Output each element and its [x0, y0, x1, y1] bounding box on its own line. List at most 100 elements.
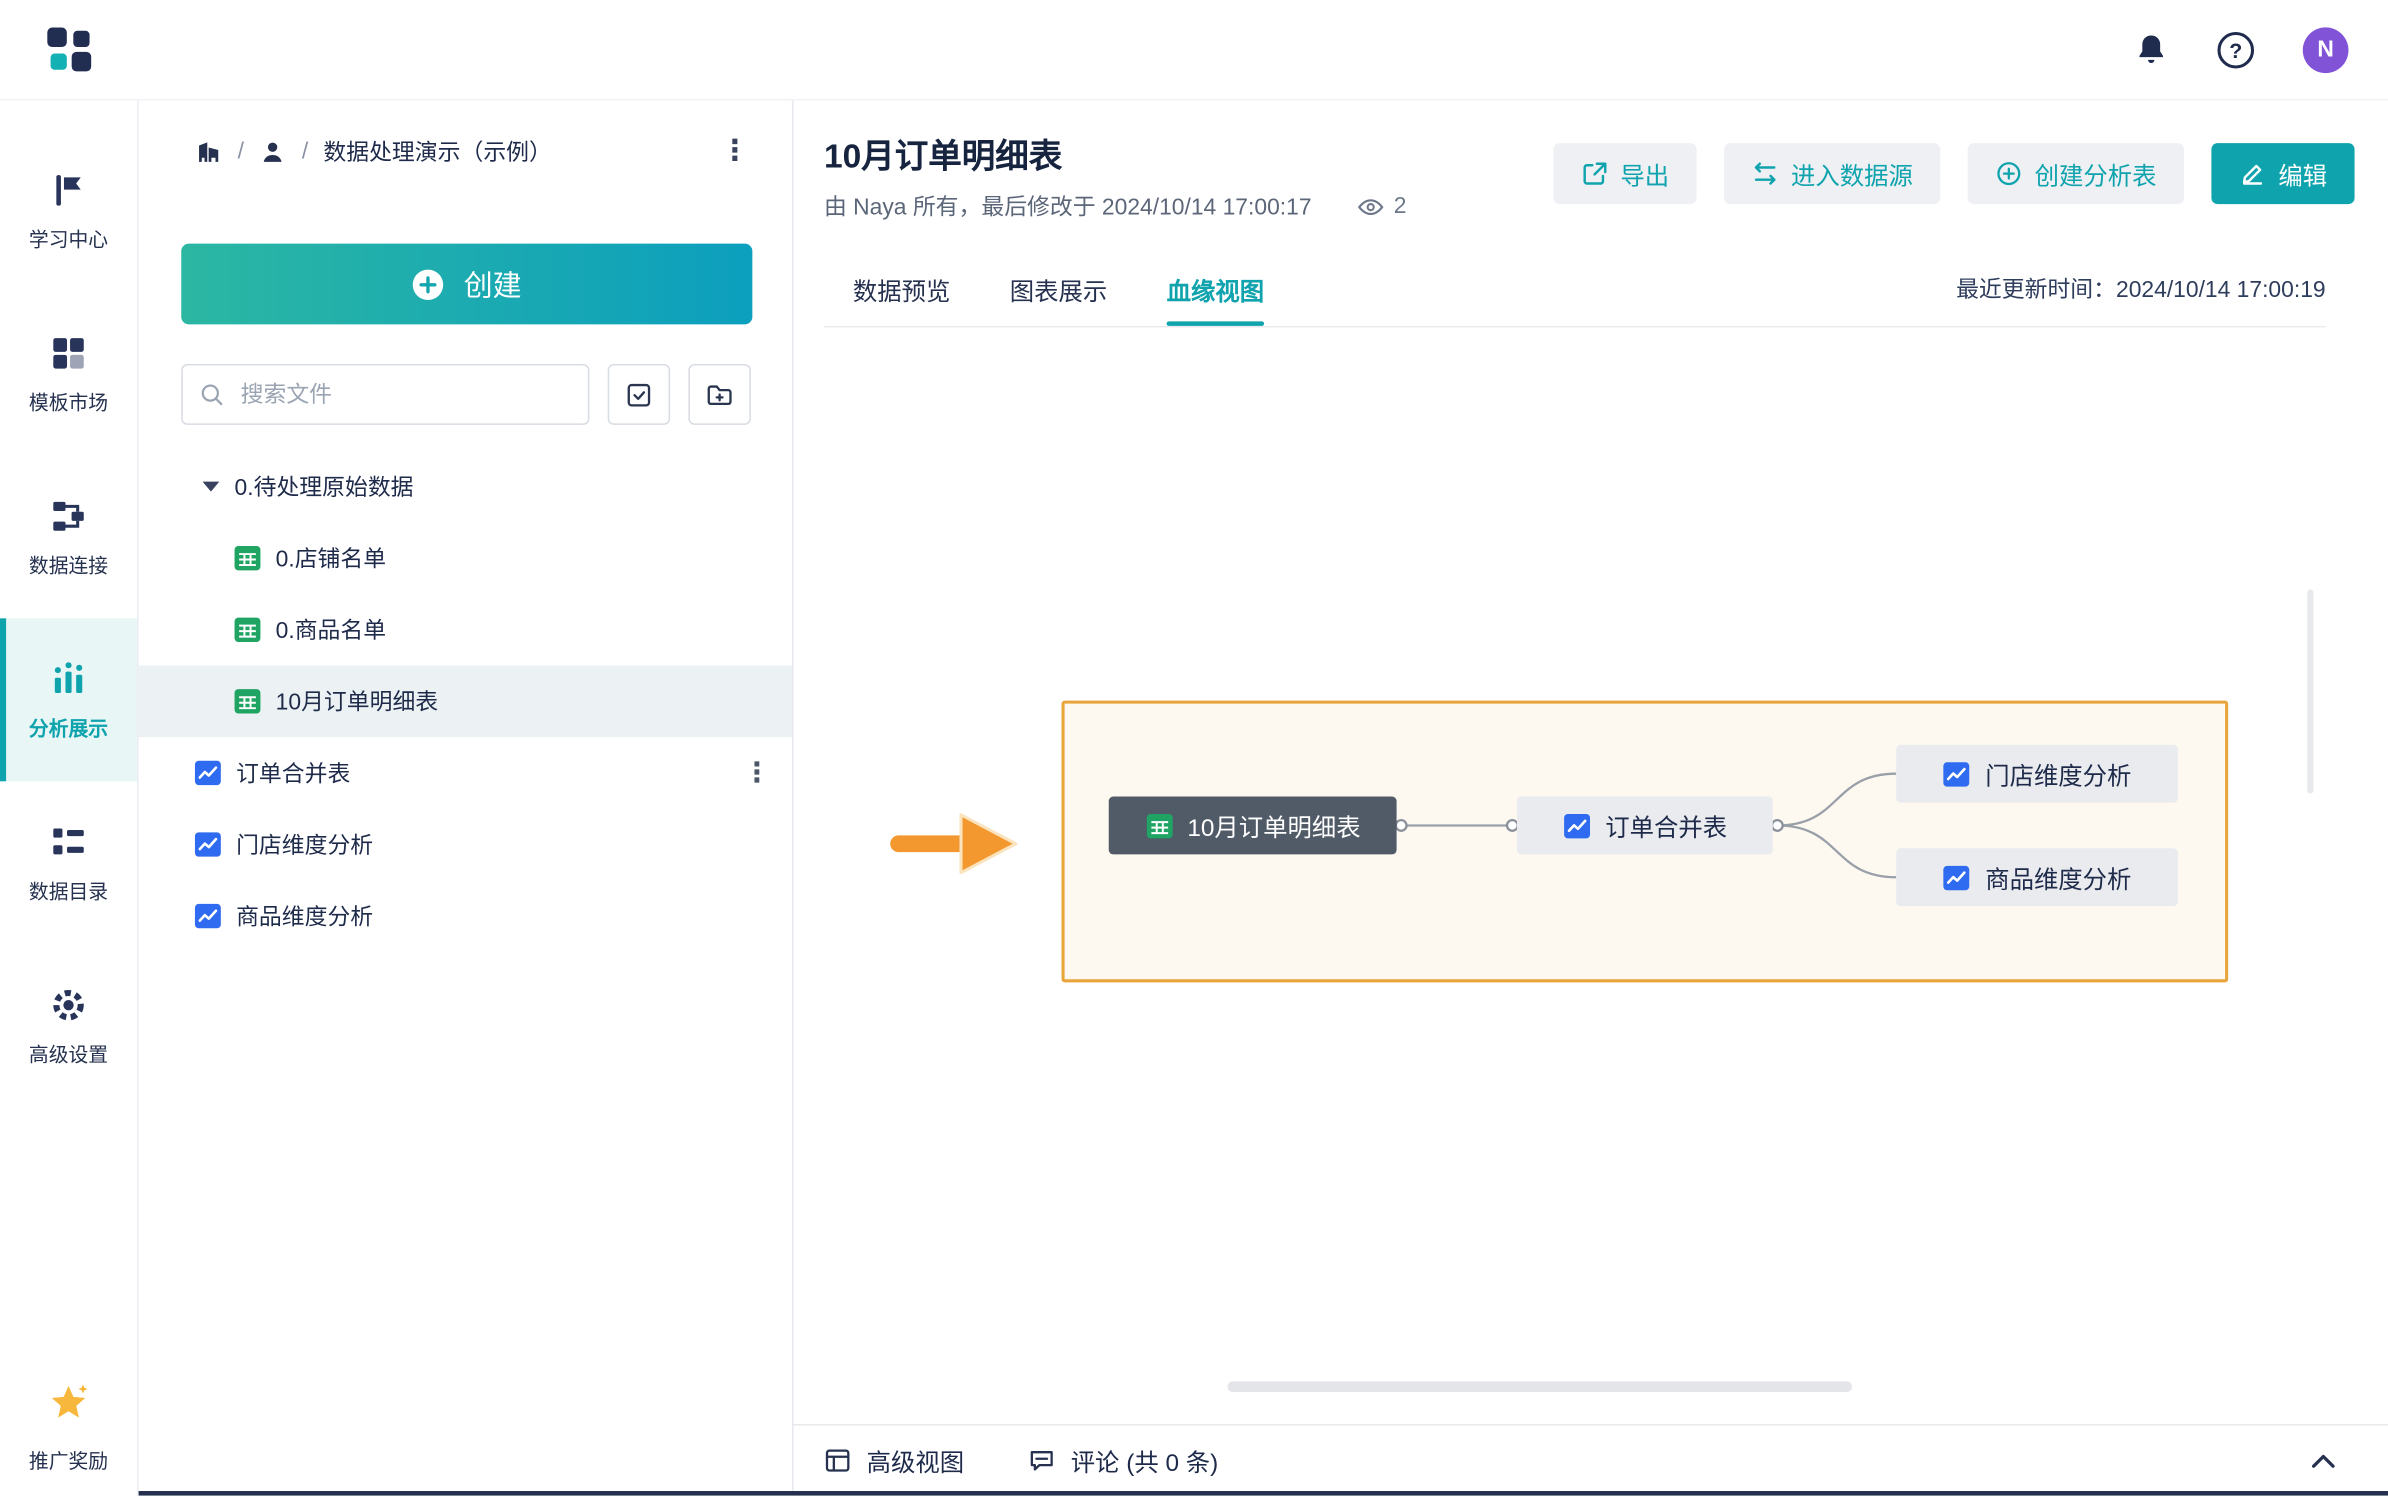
caret-down-icon[interactable]: [202, 481, 220, 492]
left-nav-rail: 学习中心 模板市场 数据连接: [0, 100, 139, 1496]
company-icon[interactable]: [195, 138, 222, 165]
table-icon: [233, 544, 262, 573]
plus-circle-icon: [412, 267, 446, 301]
lineage-node-merge-table[interactable]: 订单合并表: [1516, 796, 1773, 855]
page-title: 10月订单明细表: [823, 137, 1063, 176]
comments-button[interactable]: 评论 (共 0 条): [1028, 1442, 1218, 1479]
sidebar-item-data-catalog[interactable]: 数据目录: [0, 781, 137, 944]
lineage-node-label: 商品维度分析: [1985, 868, 2132, 895]
edit-button[interactable]: 编辑: [2211, 143, 2355, 205]
sidebar-item-advanced-settings[interactable]: 高级设置: [0, 944, 137, 1107]
header-actions: 导出 进入数据源: [1553, 143, 2355, 205]
tabs: 数据预览 图表展示 血缘视图: [824, 251, 1265, 326]
lineage-node-product-analysis[interactable]: 商品维度分析: [1896, 848, 2178, 907]
folder-plus-icon: [705, 380, 734, 409]
tab-chart-display[interactable]: 图表展示: [1009, 279, 1108, 306]
tree-row-label: 0.店铺名单: [275, 546, 387, 573]
create-button-label: 创建: [463, 271, 522, 304]
export-button[interactable]: 导出: [1553, 143, 1697, 205]
horizontal-scrollbar[interactable]: [1227, 1381, 1852, 1393]
template-market-icon: [49, 333, 89, 373]
enter-datasource-button[interactable]: 进入数据源: [1723, 143, 1941, 205]
tree-row[interactable]: 0.商品名单: [139, 594, 792, 666]
comments-label: 评论 (共 0 条): [1070, 1451, 1219, 1478]
sidebar-item-template-market[interactable]: 模板市场: [0, 292, 137, 455]
main-header: 10月订单明细表 由 Naya 所有，最后修改于 2024/10/14 17:0…: [793, 101, 2388, 223]
tree-row[interactable]: 商品维度分析: [139, 880, 792, 952]
sidebar-item-data-connection[interactable]: 数据连接: [0, 455, 137, 618]
sidebar-item-label: 高级设置: [28, 1042, 109, 1066]
advanced-view-label: 高级视图: [866, 1451, 965, 1478]
lineage-canvas[interactable]: 10月订单明细表 订单合并表 门店维度分析: [793, 327, 2388, 1425]
collapse-chevron-up-icon[interactable]: [2304, 1446, 2342, 1475]
table-icon: [233, 687, 262, 716]
tab-data-preview[interactable]: 数据预览: [852, 279, 951, 306]
search-icon: [198, 381, 225, 408]
lineage-node-source-table[interactable]: 10月订单明细表: [1108, 796, 1397, 855]
sidebar-item-learning-center[interactable]: 学习中心: [0, 129, 137, 292]
project-menu-kebab-icon[interactable]: ⋮: [720, 135, 750, 168]
chart-icon: [1563, 811, 1592, 840]
file-tree: 0.待处理原始数据 0.店铺名单 0.商品名单: [138, 451, 792, 952]
multi-select-button[interactable]: [607, 363, 671, 425]
tree-row-label: 商品维度分析: [236, 904, 374, 931]
checkbox-select-icon: [624, 380, 653, 409]
vertical-scrollbar[interactable]: [2307, 589, 2314, 794]
create-analysis-table-button[interactable]: 创建分析表: [1967, 143, 2184, 205]
data-catalog-icon: [49, 822, 89, 862]
tree-row-label: 0.待处理原始数据: [234, 475, 414, 502]
tabs-row: 数据预览 图表展示 血缘视图 最近更新时间：2024/10/14 17:00:1…: [823, 251, 2326, 328]
chart-icon: [193, 830, 222, 859]
lineage-node-label: 门店维度分析: [1985, 764, 2132, 791]
tree-row-label: 门店维度分析: [236, 833, 374, 859]
user-avatar[interactable]: N: [2302, 26, 2349, 73]
sidebar-item-label: 数据目录: [28, 879, 109, 903]
tree-row[interactable]: 0.店铺名单: [139, 522, 792, 594]
notification-bell-icon[interactable]: [2132, 31, 2169, 68]
sidebar-item-label: 数据连接: [28, 553, 109, 577]
search-box: [181, 363, 590, 425]
create-button[interactable]: 创建: [181, 243, 753, 325]
export-icon: [1581, 160, 1608, 187]
tree-row[interactable]: 门店维度分析: [139, 809, 792, 881]
breadcrumb-project-name[interactable]: 数据处理演示（示例）: [323, 140, 552, 167]
export-button-label: 导出: [1620, 164, 1670, 191]
canvas-footer: 高级视图 评论 (共 0 条): [793, 1424, 2388, 1496]
pencil-icon: [2239, 160, 2266, 187]
table-icon: [1145, 811, 1174, 840]
table-icon: [233, 615, 262, 644]
sidebar-item-promotion-rewards[interactable]: 推广奖励: [0, 1381, 137, 1474]
workspace-user-icon[interactable]: [259, 138, 286, 165]
main-content: 10月订单明细表 由 Naya 所有，最后修改于 2024/10/14 17:0…: [793, 100, 2388, 1496]
tree-row-label: 0.商品名单: [275, 618, 387, 645]
learning-center-icon: [49, 170, 89, 210]
create-analysis-table-label: 创建分析表: [2034, 164, 2157, 191]
advanced-view-button[interactable]: 高级视图: [824, 1442, 964, 1479]
meta-row: 由 Naya 所有，最后修改于 2024/10/14 17:00:17 2: [824, 190, 1407, 222]
sidebar-item-label: 推广奖励: [28, 1449, 109, 1473]
help-icon[interactable]: ?: [2217, 31, 2255, 68]
topbar: ? N: [0, 0, 2388, 101]
owner-modified-text: 由 Naya 所有，最后修改于 2024/10/14 17:00:17: [823, 194, 1312, 221]
row-menu-kebab-icon[interactable]: ⋮: [743, 756, 771, 788]
edit-button-label: 编辑: [2278, 164, 2328, 191]
new-folder-button[interactable]: [688, 363, 751, 425]
search-input[interactable]: [237, 379, 573, 409]
app-logo-icon[interactable]: [46, 25, 95, 74]
chart-icon: [1943, 863, 1972, 892]
view-count-number: 2: [1393, 193, 1407, 220]
tree-row-selected[interactable]: 10月订单明细表: [138, 665, 792, 738]
lineage-node-store-analysis[interactable]: 门店维度分析: [1896, 744, 2178, 803]
tree-folder-row[interactable]: 0.待处理原始数据: [139, 451, 792, 523]
tree-row-label: 订单合并表: [236, 761, 351, 788]
tree-row-label: 10月订单明细表: [275, 689, 439, 716]
breadcrumb-separator: /: [237, 138, 244, 165]
last-update-time: 最近更新时间：2024/10/14 17:00:19: [1956, 277, 2326, 304]
sidebar-item-analysis-display[interactable]: 分析展示: [0, 618, 138, 782]
topbar-right: ? N: [2132, 26, 2349, 73]
tab-lineage-view[interactable]: 血缘视图: [1166, 251, 1265, 326]
lineage-node-label: 订单合并表: [1605, 816, 1728, 843]
tree-row[interactable]: 订单合并表 ⋮: [139, 737, 792, 809]
sidebar-item-label: 学习中心: [28, 227, 109, 251]
